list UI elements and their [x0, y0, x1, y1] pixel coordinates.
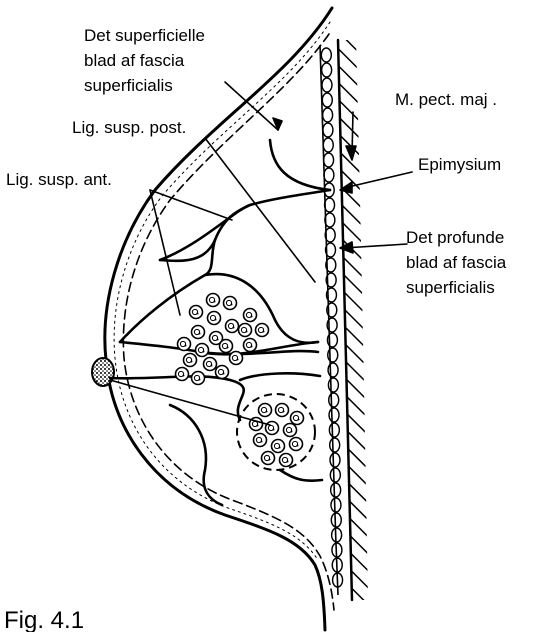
- pect-major-label: M. pect. maj .: [395, 90, 497, 109]
- svg-text:Det profunde: Det profunde: [406, 228, 504, 247]
- svg-text:superficialis: superficialis: [406, 278, 495, 297]
- glandular-lobule-upper: [176, 294, 269, 385]
- lig-susp-ant-label: Lig. susp. ant.: [6, 170, 112, 189]
- svg-text:blad af fascia: blad af fascia: [84, 51, 185, 70]
- nipple: [92, 358, 114, 386]
- svg-text:superficialis: superficialis: [84, 76, 173, 95]
- figure-caption: Fig. 4.1: [4, 607, 84, 632]
- svg-text:Det superficielle: Det superficielle: [84, 26, 205, 45]
- deep-fascia-label: Det profunde blad af fascia superficiali…: [406, 228, 507, 297]
- glandular-lobule-lower: [237, 394, 315, 470]
- lig-susp-post-label: Lig. susp. post.: [72, 118, 186, 137]
- superficial-fascia-label: Det superficielle blad af fascia superfi…: [84, 26, 205, 95]
- epimysium-label: Epimysium: [418, 155, 501, 174]
- svg-text:blad af fascia: blad af fascia: [406, 253, 507, 272]
